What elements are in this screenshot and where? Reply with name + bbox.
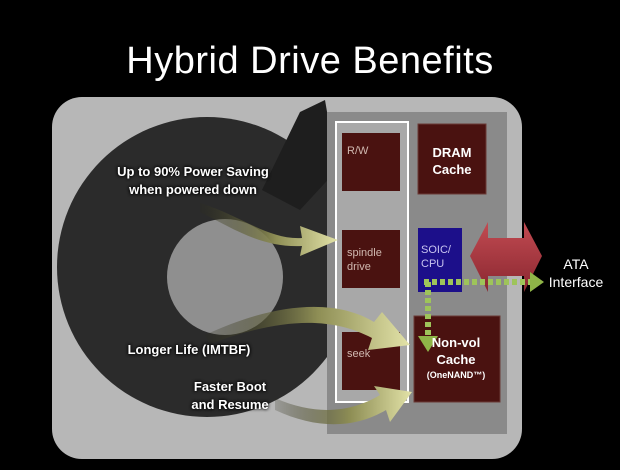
spindle-hub	[167, 219, 283, 335]
faster-boot-label: Faster Boot and Resume	[191, 379, 269, 412]
power-saving-arrow-icon	[200, 203, 338, 256]
slide-title: Hybrid Drive Benefits	[126, 40, 494, 82]
rw-block	[342, 133, 400, 191]
dram-block	[417, 123, 487, 195]
power-saving-label: Up to 90% Power Saving when powered down	[117, 164, 269, 197]
faster-boot-arrow-icon	[275, 386, 412, 425]
longer-life-label: Longer Life (IMTBF)	[127, 342, 251, 357]
nonvol-label: Non-vol Cache (OneNAND™)	[426, 335, 486, 380]
seek-label: seek	[347, 348, 371, 360]
cpu-label: SOIC/ CPU	[421, 244, 451, 270]
path-arrowhead-right-icon	[530, 272, 544, 292]
path-arrowhead-down-icon	[418, 336, 438, 352]
dram-label: DRAM Cache	[432, 145, 472, 177]
ata-double-arrow-icon	[470, 222, 542, 292]
ata-interface-label: ATA Interface	[548, 256, 604, 290]
rw-label: R/W	[347, 145, 369, 157]
spindle-block	[342, 230, 400, 288]
data-path-icon	[424, 279, 532, 338]
longer-life-arrow-icon	[205, 306, 410, 350]
spindle-label: spindle drive	[347, 247, 382, 273]
head-arm	[262, 100, 337, 210]
